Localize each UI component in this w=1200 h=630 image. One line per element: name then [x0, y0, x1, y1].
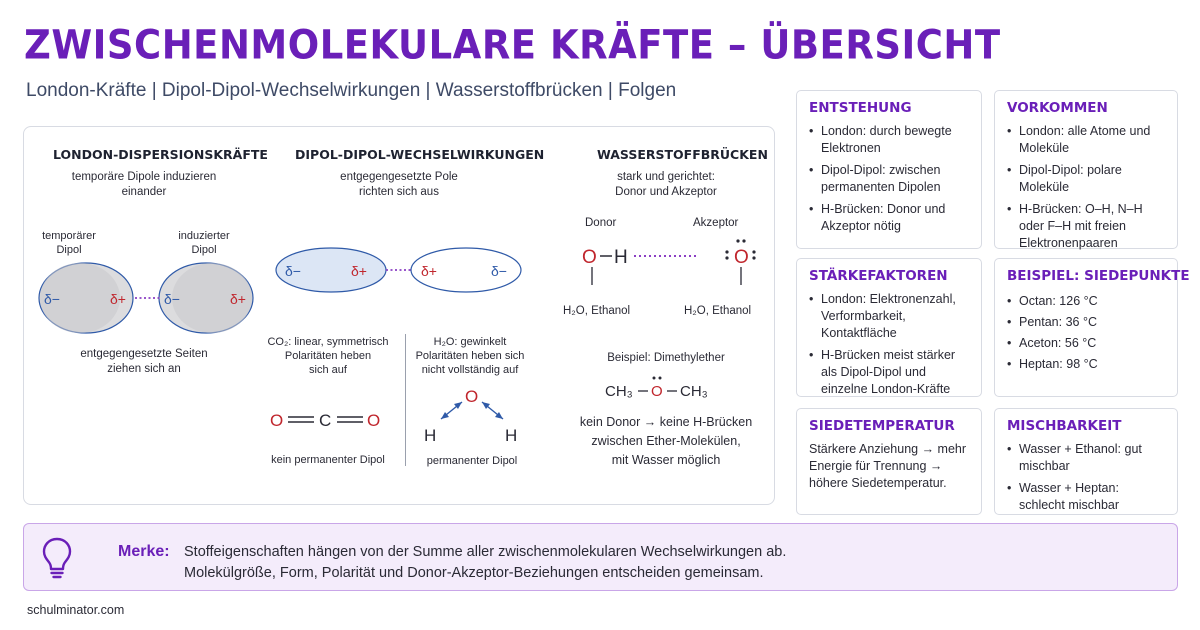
- list-item: Octan: 126 °C: [1007, 293, 1165, 310]
- dipole-molecule-right: [410, 247, 522, 293]
- card-vorkommen-title: VORKOMMEN: [1007, 100, 1108, 116]
- list-item: London: Elektronenzahl, Verformbarkeit, …: [809, 291, 969, 342]
- h2o-caption: permanenter Dipol: [426, 455, 518, 467]
- dipole-dipole-diagram: δ− δ+ δ+ δ−: [275, 247, 522, 293]
- card-siedepunkte-title: BEISPIEL: SIEDEPUNKTE: [1007, 268, 1190, 284]
- dimethylether-structure: CH₃ O CH₃: [605, 376, 708, 400]
- card-entstehung-list: London: durch bewegte Elektronen Dipol-D…: [809, 123, 969, 235]
- main-diagram-panel: LONDON-DISPERSIONSKRÄFTE temporäre Dipol…: [23, 126, 775, 505]
- dipole-heading: DIPOL-DIPOL-WECHSELWIRKUNGEN: [295, 147, 545, 162]
- induced-dipole-label: induzierter Dipol: [178, 230, 230, 256]
- ether-oxygen: O: [651, 383, 663, 400]
- donor-examples: H₂O, Ethanol: [563, 305, 631, 317]
- list-item: Wasser + Ethanol: gut mischbar: [1007, 441, 1165, 475]
- temporary-dipole-label: temporärer Dipol: [42, 230, 96, 256]
- dipole-description: entgegengesetzte Pole richten sich aus: [340, 171, 458, 198]
- list-item: Pentan: 36 °C: [1007, 314, 1165, 331]
- acceptor-oxygen: O: [734, 247, 749, 268]
- co2-structure: O C O: [270, 411, 380, 430]
- list-item: Wasser + Heptan: schlecht mischbar: [1007, 480, 1165, 514]
- dipole-left-delta-plus: δ+: [351, 263, 367, 279]
- card-siedetemperatur-title: SIEDETEMPERATUR: [809, 418, 955, 434]
- co2-oxygen-right: O: [367, 411, 380, 430]
- card-vorkommen: VORKOMMEN London: alle Atome und Molekül…: [994, 90, 1178, 252]
- list-item: Heptan: 98 °C: [1007, 356, 1165, 373]
- card-staerkefaktoren-title: STÄRKEFAKTOREN: [809, 268, 948, 284]
- list-item: H-Brücken: O–H, N–H oder F–H mit freien …: [1007, 201, 1165, 252]
- donor-label: Donor: [585, 217, 617, 229]
- list-item: Aceton: 56 °C: [1007, 335, 1165, 352]
- list-item: London: alle Atome und Moleküle: [1007, 123, 1165, 157]
- ether-methyl-right: CH₃: [680, 383, 708, 400]
- list-item: H-Brücken meist stärker als Dipol-Dipol …: [809, 347, 969, 398]
- acceptor-examples: H₂O, Ethanol: [684, 305, 752, 317]
- card-siedepunkte-list: Octan: 126 °C Pentan: 36 °C Aceton: 56 °…: [1007, 293, 1165, 373]
- london-description: temporäre Dipole induzieren einander: [71, 171, 217, 198]
- right-delta-minus: δ−: [164, 291, 180, 307]
- list-item: Dipol-Dipol: zwischen permanenten Dipole…: [809, 162, 969, 196]
- induced-dipole-shade: [172, 263, 252, 333]
- temporary-dipole-shade: [40, 263, 120, 333]
- card-mischbarkeit-title: MISCHBARKEIT: [1007, 418, 1122, 434]
- ether-example-label: Beispiel: Dimethylether: [607, 352, 725, 364]
- left-delta-plus: δ+: [110, 291, 126, 307]
- card-siedetemperatur: SIEDETEMPERATUR Stärkere Anziehung → meh…: [796, 408, 982, 515]
- lightbulb-icon: [42, 537, 72, 579]
- h2o-hydrogen-left: H: [424, 426, 436, 445]
- card-entstehung-title: ENTSTEHUNG: [809, 100, 912, 116]
- card-siedepunkte: BEISPIEL: SIEDEPUNKTE Octan: 126 °C Pent…: [994, 258, 1190, 397]
- merke-label: Merke:: [118, 543, 170, 560]
- dipole-right-delta-plus: δ+: [421, 263, 437, 279]
- footer-site: schulminator.com: [27, 603, 125, 617]
- acceptor-label: Akzeptor: [693, 217, 739, 229]
- donor-hydrogen: H: [614, 247, 628, 268]
- left-delta-minus: δ−: [44, 291, 60, 307]
- hbond-heading: WASSERSTOFFBRÜCKEN: [597, 147, 768, 162]
- ether-methyl-left: CH₃: [605, 383, 633, 400]
- card-entstehung: ENTSTEHUNG London: durch bewegte Elektro…: [796, 90, 982, 249]
- ether-caption: kein Donor → keine H-Brücken zwischen Et…: [579, 415, 753, 467]
- london-dipole-diagram: δ− δ+ δ− δ+: [38, 262, 254, 334]
- merke-box: Merke: Stoffeigenschaften hängen von der…: [23, 523, 1178, 591]
- list-item: London: durch bewegte Elektronen: [809, 123, 969, 157]
- card-vorkommen-list: London: alle Atome und Moleküle Dipol-Di…: [1007, 123, 1165, 252]
- dipole-right-delta-minus: δ−: [491, 263, 507, 279]
- h2o-oxygen: O: [465, 387, 478, 406]
- co2-description: CO₂: linear, symmetrisch Polaritäten heb…: [267, 336, 389, 376]
- card-siedetemperatur-text: Stärkere Anziehung → mehr Energie für Tr…: [809, 442, 967, 490]
- page-subtitle: London-Kräfte | Dipol-Dipol-Wechselwirku…: [26, 80, 677, 101]
- hbond-diagram: O H O: [582, 239, 756, 285]
- co2-h2o-divider: [405, 334, 406, 466]
- donor-oxygen: O: [582, 247, 597, 268]
- co2-carbon: C: [319, 411, 331, 430]
- co2-oxygen-left: O: [270, 411, 283, 430]
- card-staerkefaktoren: STÄRKEFAKTOREN London: Elektronenzahl, V…: [796, 258, 982, 397]
- right-delta-plus: δ+: [230, 291, 246, 307]
- card-mischbarkeit: MISCHBARKEIT Wasser + Ethanol: gut misch…: [994, 408, 1178, 515]
- h2o-description: H₂O: gewinkelt Polaritäten heben sich ni…: [415, 336, 525, 376]
- list-item: Dipol-Dipol: polare Moleküle: [1007, 162, 1165, 196]
- london-heading: LONDON-DISPERSIONSKRÄFTE: [53, 147, 268, 162]
- card-mischbarkeit-list: Wasser + Ethanol: gut mischbar Wasser + …: [1007, 441, 1165, 514]
- dipole-left-delta-minus: δ−: [285, 263, 301, 279]
- list-item: H-Brücken: Donor und Akzeptor nötig: [809, 201, 969, 235]
- page-title: ZWISCHENMOLEKULARE KRÄFTE – ÜBERSICHT: [24, 22, 1001, 69]
- co2-caption: kein permanenter Dipol: [271, 454, 385, 466]
- h2o-hydrogen-right: H: [505, 426, 517, 445]
- london-caption: entgegengesetzte Seiten ziehen sich an: [80, 348, 208, 375]
- card-staerkefaktoren-list: London: Elektronenzahl, Verformbarkeit, …: [809, 291, 969, 398]
- h2o-structure: O H H: [424, 387, 517, 445]
- merke-text: Stoffeigenschaften hängen von der Summe …: [184, 544, 787, 581]
- hbond-description: stark und gerichtet: Donor und Akzeptor: [615, 171, 717, 198]
